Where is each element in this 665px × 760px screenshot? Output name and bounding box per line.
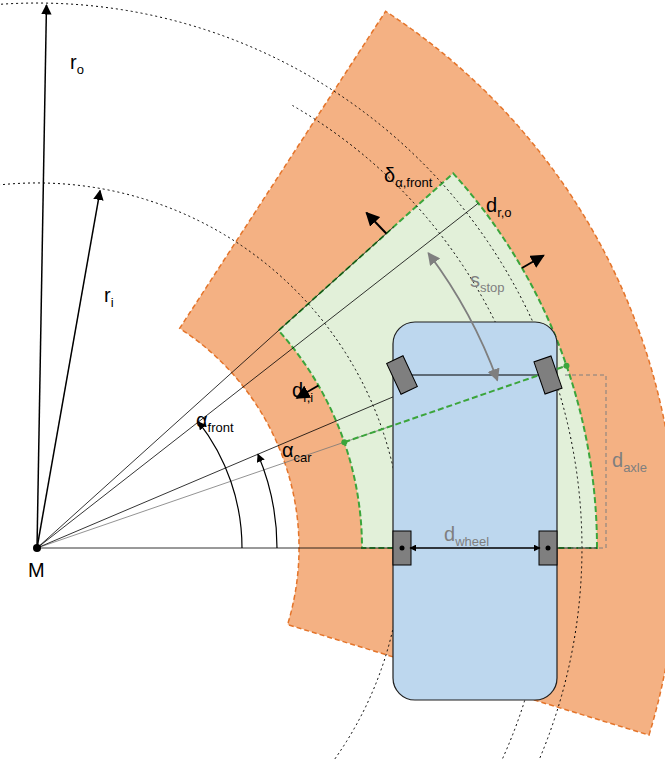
wheel: [534, 356, 562, 394]
wheel: [393, 531, 411, 565]
corner-point: [563, 363, 569, 369]
distance-label: sstop: [470, 270, 505, 290]
point-label: M: [28, 560, 45, 580]
angle-arc: [258, 454, 277, 548]
radial-line: [37, 227, 394, 548]
radius-label: ri: [104, 285, 114, 305]
angle-label: αfront: [196, 410, 234, 430]
wheel-point: [546, 546, 551, 551]
margin-label: dr,o: [486, 195, 512, 215]
radius-arrow: [37, 5, 46, 548]
corner-point: [341, 439, 347, 445]
wheel-point: [400, 546, 405, 551]
margin-label: dr,i: [292, 380, 313, 400]
margin-arrow: [366, 213, 386, 234]
stop-distance-arrow: [428, 253, 497, 380]
angle-arc: [199, 422, 243, 548]
front-axle: [402, 374, 548, 375]
angle-label: αcar: [282, 440, 312, 460]
margin-label: δα,front: [384, 165, 432, 185]
radius-label: ro: [70, 52, 84, 72]
wheel: [387, 356, 418, 394]
car-body: [393, 322, 557, 700]
radius-arrow: [37, 191, 100, 548]
front-boundary-line: [344, 366, 566, 443]
margin-arrow: [522, 256, 544, 269]
inner-radius-circle: [0, 183, 402, 760]
dimension-label: dwheel: [444, 524, 489, 544]
wheel: [539, 531, 557, 565]
radial-line: [37, 548, 597, 549]
dimension-label: daxle: [612, 450, 647, 470]
axle-bracket: [565, 375, 606, 548]
swept-area: [180, 11, 665, 735]
outer-radius-circle: [0, 3, 582, 760]
